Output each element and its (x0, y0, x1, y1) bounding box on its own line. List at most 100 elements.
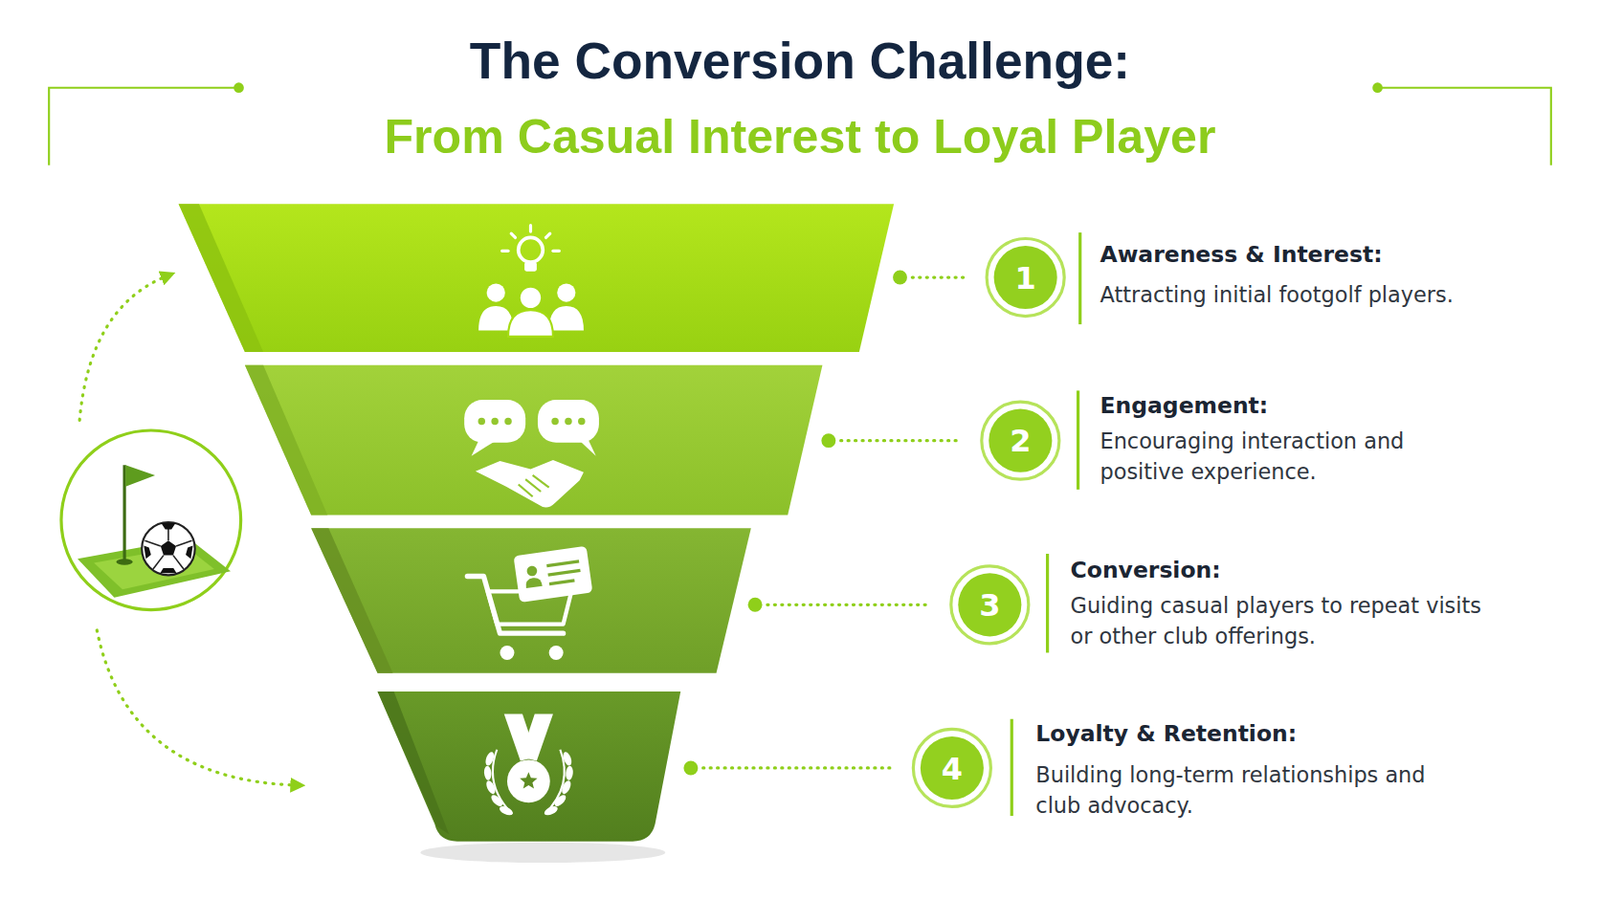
step-heading: Awareness & Interest: (1100, 241, 1383, 270)
callout-number: 4 (909, 725, 996, 812)
footgolf-badge (185, 545, 193, 559)
footgolf-badge (143, 545, 151, 559)
awareness-icon (545, 233, 550, 238)
loyalty-icon (565, 766, 575, 782)
conversion-icon (526, 565, 538, 578)
awareness-icon (508, 310, 554, 337)
funnel-band (311, 528, 752, 673)
engagement-icon (551, 418, 558, 425)
awareness-icon (518, 237, 544, 263)
corner-bracket (1372, 82, 1383, 93)
leader-line (683, 270, 964, 777)
conversion-icon (525, 577, 543, 589)
footgolf-badge (144, 540, 160, 547)
footgolf-badge (153, 555, 164, 570)
step-heading: Engagement: (1100, 391, 1269, 421)
awareness-icon (502, 249, 509, 253)
loyalty-icon (519, 772, 537, 789)
engagement-icon (525, 479, 541, 492)
leader-line (683, 760, 698, 776)
divider-line (1076, 390, 1080, 489)
step-callout: 1 Awareness & Interest: Attracting initial… (982, 228, 1529, 330)
footgolf-badge (125, 465, 156, 487)
loyalty-icon (507, 759, 551, 803)
conversion-icon (500, 645, 515, 661)
divider-line (1045, 554, 1049, 653)
funnel-band (178, 203, 894, 353)
engagement-icon (518, 485, 534, 498)
engagement-icon (471, 439, 497, 457)
cycle-arrow (79, 275, 169, 421)
leader-line (703, 766, 890, 770)
funnel-band (178, 203, 265, 353)
engagement-icon (577, 418, 585, 425)
corner-bracket (48, 88, 239, 166)
engagement-icon (464, 400, 600, 509)
awareness-icon (556, 283, 576, 302)
funnel-band (244, 365, 328, 516)
callout-number: 2 (977, 398, 1065, 485)
divider-line (1010, 719, 1014, 817)
funnel-shadow (420, 843, 666, 864)
step-callout: 3Conversion:Guiding casual players to re… (947, 550, 1511, 658)
leader-line (911, 275, 964, 279)
step-description: Building long-term relationships and clu… (1035, 759, 1454, 822)
conversion-icon (548, 570, 581, 576)
conversion-icon (466, 546, 593, 661)
awareness-icon (553, 249, 559, 253)
loyalty-icon (483, 713, 574, 818)
conversion-icon (513, 546, 594, 603)
engagement-icon (464, 400, 526, 444)
diagram-title: The Conversion Challenge: (0, 29, 1600, 93)
engagement-icon (564, 418, 572, 425)
step-description: Attracting initial footgolf players. (1100, 279, 1530, 311)
funnel-band (178, 203, 894, 842)
conversion-icon (513, 546, 594, 603)
funnel-band (311, 528, 393, 673)
leader-line (841, 439, 960, 443)
footgolf-badge (176, 540, 192, 547)
funnel-band (244, 365, 823, 516)
loyalty-icon (484, 779, 497, 797)
loyalty-icon (483, 766, 492, 782)
loyalty-icon (552, 793, 568, 809)
awareness-icon (511, 233, 515, 238)
footgolf-badge (61, 430, 242, 611)
awareness-icon (524, 262, 537, 272)
loyalty-icon (520, 713, 554, 761)
conversion-icon (549, 645, 564, 661)
awareness-icon (520, 288, 541, 309)
leader-line (892, 270, 908, 286)
conversion-icon (546, 561, 579, 567)
awareness-icon (487, 283, 506, 302)
loyalty-icon (484, 751, 496, 768)
engagement-icon (475, 460, 584, 509)
engagement-icon (533, 475, 550, 489)
corner-bracket (1377, 88, 1552, 166)
step-description: Encouraging interaction and positive exp… (1100, 426, 1458, 489)
leader-line (767, 603, 929, 607)
funnel-shadow (420, 843, 666, 864)
footgolf-badge (173, 555, 184, 570)
awareness-icon (529, 225, 533, 232)
callout-number: 1 (982, 234, 1069, 321)
footgolf-badge (160, 540, 177, 556)
leader-line (748, 598, 763, 613)
loyalty-icon (561, 751, 574, 768)
loyalty-icon (488, 793, 505, 809)
footgolf-badge (160, 523, 176, 530)
engagement-icon (478, 418, 486, 425)
step-callout: 2 Engagement: Encouraging interaction and … (977, 386, 1458, 494)
engagement-icon (537, 400, 600, 444)
awareness-icon (549, 306, 584, 332)
subtitle: From Casual Interest to Loyal Player (0, 106, 1600, 167)
funnel-band (377, 691, 450, 835)
step-callout: 4Loyalty & Retention:Building long-term … (909, 714, 1454, 821)
loyalty-icon (559, 779, 573, 797)
footgolf-badge (141, 522, 195, 576)
footgolf-badge (159, 568, 177, 574)
step-description: Guiding casual players to repeat visits … (1070, 590, 1511, 652)
engagement-icon (490, 418, 498, 425)
funnel-band (377, 691, 682, 843)
